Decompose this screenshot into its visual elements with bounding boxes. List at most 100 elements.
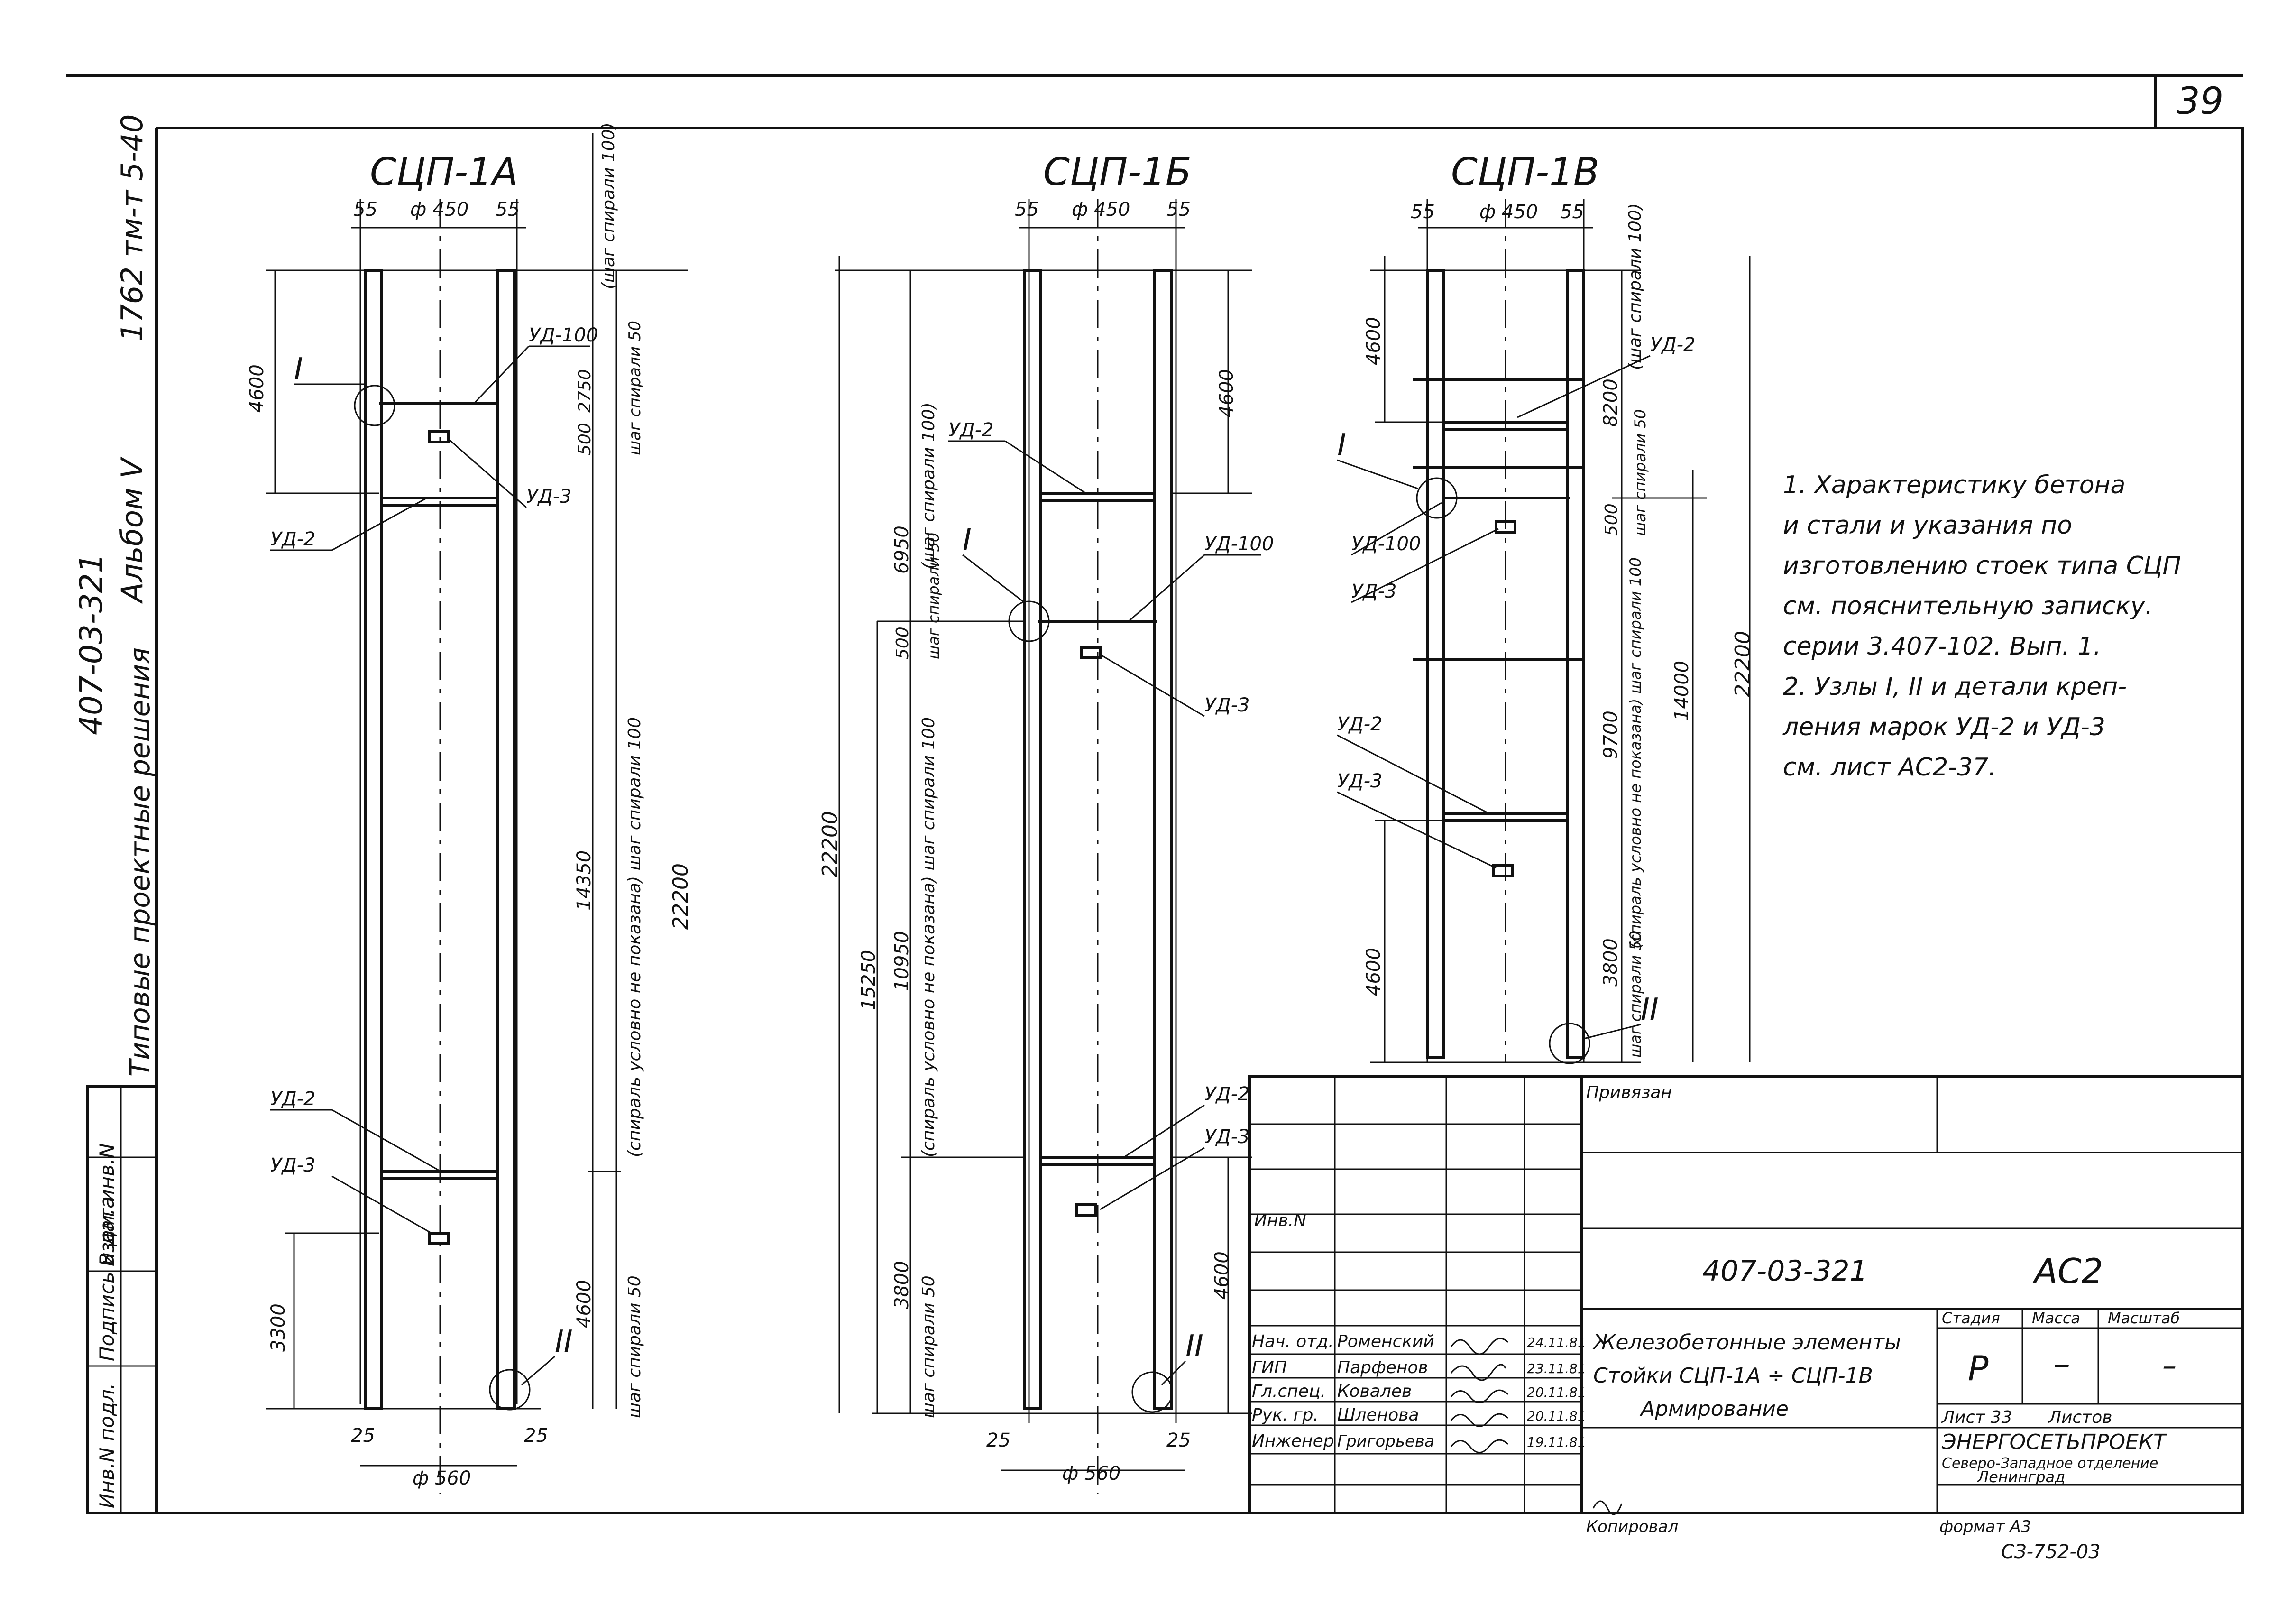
column-wall-right <box>1153 269 1173 1410</box>
title-block: Привязан Инв.N 407-03-321 АС2 Нач. отд. … <box>1248 1075 2244 1563</box>
column-title: СЦП-1Б <box>1043 150 1192 194</box>
sheet-number: 39 <box>2177 80 2223 123</box>
tb-scale: – <box>2162 1349 2177 1383</box>
dim-15250: 15250 <box>858 950 880 1010</box>
label-node-I: I <box>963 523 972 558</box>
column-scp-1a: СЦП-1А 55 ф 450 55 4600 3300 25 <box>246 122 693 1494</box>
note-step-50-top: шаг спирали 50 <box>625 321 644 455</box>
note-step-50-bottom: шаг спирали 50 <box>1626 931 1644 1058</box>
label-ud3-bottom: УД-3 <box>1204 1126 1250 1148</box>
dim-25-right: 25 <box>524 1425 548 1447</box>
dim-8200: 8200 <box>1600 378 1622 427</box>
note-line-5: серии 3.407-102. Вып. 1. <box>1783 632 2101 661</box>
tb-name-4: Шленова <box>1337 1405 1419 1425</box>
label-ud2-bottom: УД-2 <box>270 1088 316 1110</box>
tb-role-2: ГИП <box>1252 1358 1287 1377</box>
tb-stage-header: Стадия <box>1942 1309 2000 1327</box>
label-ud3-top: УД-3 <box>1204 694 1250 716</box>
dim-500: 500 <box>1602 503 1621 536</box>
label-ud2-bottom: УД-2 <box>1337 713 1383 735</box>
note-step-100-top: (шаг спирали 100) <box>1626 203 1645 370</box>
notes-block: 1. Характеристику бетона и стали и указа… <box>1782 471 2181 782</box>
tb-date-3: 20.11.81 <box>1527 1384 1586 1400</box>
tb-mass-header: Масса <box>2032 1309 2080 1327</box>
tb-name-3: Ковалев <box>1337 1382 1412 1401</box>
tb-sheet: Лист 33 <box>1941 1408 2012 1427</box>
tb-title-2: Стойки СЦП-1А ÷ СЦП-1В <box>1593 1364 1873 1388</box>
label-node-I: I <box>1337 428 1346 463</box>
tb-privyazan: Привязан <box>1586 1083 1672 1102</box>
note-step-100-top: (шаг спирали 100) <box>919 402 938 569</box>
dim-3800: 3800 <box>891 1261 913 1309</box>
tb-name-2: Парфенов <box>1337 1358 1428 1377</box>
tb-stage: Р <box>1968 1348 1989 1388</box>
dim-55-right: 55 <box>1560 201 1584 223</box>
column-title: СЦП-1А <box>370 150 518 194</box>
tb-code: 407-03-321 <box>1702 1255 1868 1288</box>
note-line-4: см. пояснительную записку. <box>1783 592 2153 620</box>
node-circle-II <box>489 1369 531 1411</box>
dim-10950: 10950 <box>891 931 913 991</box>
column-scp-1v: СЦП-1В 55 ф 450 55 4600 4600 <box>1337 150 1755 1064</box>
note-step-50-bottom: шаг спирали 50 <box>919 1275 938 1418</box>
dim-2750: 2750 <box>575 369 595 413</box>
column-wall-left <box>1023 269 1042 1410</box>
dim-4600-bottom: 4600 <box>1363 948 1385 996</box>
dim-22200: 22200 <box>669 863 693 930</box>
dim-4600-right: 4600 <box>573 1280 595 1328</box>
note-line-8: см. лист АС2-37. <box>1783 753 1996 782</box>
side-code-2: 407-03-321 <box>73 553 110 735</box>
tb-copied: Копировал <box>1586 1517 1678 1536</box>
dim-4600-top: 4600 <box>1363 317 1385 365</box>
label-ud100: УД-100 <box>1204 533 1274 555</box>
dim-55-right: 55 <box>1166 199 1191 221</box>
label-ud2-top: УД-2 <box>948 419 994 441</box>
tb-role-3: Гл.спец. <box>1252 1382 1326 1401</box>
dim-phi560: ф 560 <box>1062 1463 1120 1485</box>
label-ud100: УД-100 <box>529 324 598 346</box>
dim-14000: 14000 <box>1671 661 1693 721</box>
stamp-vzam: Взам. инв.N <box>95 1143 119 1266</box>
note-line-1: 1. Характеристику бетона <box>1783 471 2125 499</box>
tb-org-3: Ленинград <box>1977 1468 2065 1486</box>
note-step-50-top: шаг спирали 50 <box>925 533 943 659</box>
column-wall-right <box>496 269 516 1410</box>
note-step-100-top: (шаг спирали 100) <box>599 122 618 289</box>
node-circle-II <box>1549 1023 1590 1064</box>
tb-format: формат А3 <box>1939 1517 2031 1536</box>
label-node-II: II <box>1185 1329 1203 1364</box>
side-series-title: Типовые проектные решения <box>124 647 156 1077</box>
dim-22200: 22200 <box>818 811 842 877</box>
dim-22200: 22200 <box>1731 631 1755 697</box>
dim-phi450: ф 450 <box>1072 199 1130 221</box>
label-node-I: I <box>294 352 303 387</box>
side-album: Альбом V <box>115 456 149 604</box>
label-ud2-top: УД-2 <box>270 528 316 550</box>
dim-6950: 6950 <box>891 526 913 574</box>
column-wall-left <box>1426 269 1445 1059</box>
dim-500: 500 <box>893 627 912 659</box>
dim-3800: 3800 <box>1600 938 1622 987</box>
dim-14350: 14350 <box>573 850 595 911</box>
node-circle-I <box>1416 477 1458 519</box>
tb-role-1: Нач. отд. <box>1252 1332 1334 1351</box>
dim-4600-top: 4600 <box>1216 369 1238 417</box>
label-ud2-top: УД-2 <box>1650 334 1696 356</box>
dim-55-left: 55 <box>353 199 377 221</box>
label-node-II: II <box>555 1324 573 1359</box>
dim-55-left: 55 <box>1015 199 1039 221</box>
label-ud3-bottom: УД-3 <box>1337 770 1383 792</box>
dim-4600-bottom: 4600 <box>1211 1251 1233 1300</box>
label-node-II: II <box>1641 992 1659 1027</box>
column-title: СЦП-1В <box>1451 150 1599 194</box>
label-ud3-bottom: УД-3 <box>270 1154 316 1176</box>
dim-55-right: 55 <box>496 199 520 221</box>
tb-mark: АС2 <box>2032 1251 2103 1291</box>
node-circle-II <box>1131 1371 1173 1413</box>
note-line-3: изготовлению стоек типа СЦП <box>1783 552 2181 580</box>
note-step-50-top: шаг спирали 50 <box>1631 409 1649 536</box>
tb-role-4: Рук. гр. <box>1252 1405 1319 1425</box>
dim-3300: 3300 <box>267 1303 289 1352</box>
dim-25-right: 25 <box>1166 1430 1191 1451</box>
